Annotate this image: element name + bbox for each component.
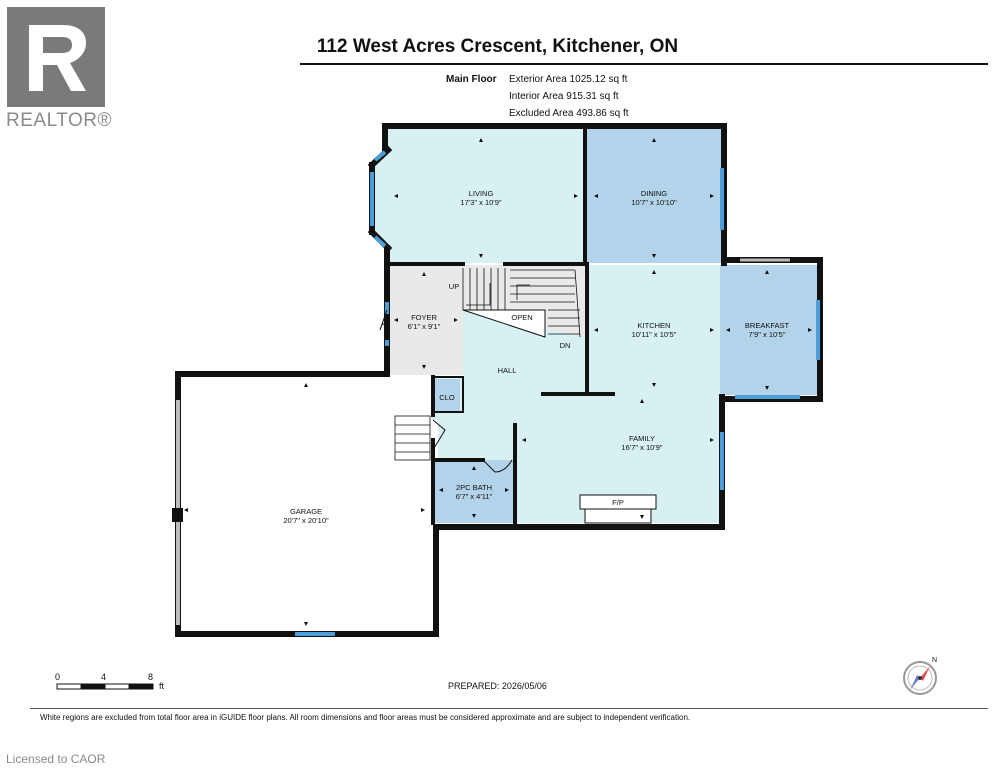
- title-divider: [300, 63, 988, 65]
- garage-post: [172, 508, 183, 522]
- floor-label: Main Floor: [446, 74, 497, 85]
- kitchen-name: KITCHEN: [638, 321, 671, 330]
- open-label: OPEN: [511, 313, 532, 322]
- breakfast-dims: 7'9" x 10'5": [749, 330, 786, 339]
- breakfast-room: [720, 265, 818, 395]
- page-title: 112 West Acres Crescent, Kitchener, ON: [316, 36, 679, 57]
- living-dims: 17'3" x 10'9": [460, 198, 501, 207]
- garage-steps: [394, 415, 431, 461]
- scale-label-8: 8: [148, 672, 154, 682]
- bath-name: 2PC BATH: [456, 483, 492, 492]
- family-dims: 16'7" x 10'9": [621, 443, 662, 452]
- fireplace-hearth: [584, 508, 652, 524]
- scale-label-4: 4: [101, 672, 107, 682]
- fireplace-label: F/P: [612, 498, 624, 507]
- excluded-area: Excluded Area 493.86 sq ft: [509, 108, 629, 119]
- foyer-room: [388, 265, 463, 375]
- realtor-logo: REALTOR®: [0, 0, 120, 140]
- garage-name: GARAGE: [290, 507, 322, 516]
- dining-dims: 10'7" x 10'10": [631, 198, 677, 207]
- stairs-down-label: DN: [560, 341, 571, 350]
- living-name: LIVING: [469, 189, 494, 198]
- prepared-date: PREPARED: 2026/05/06: [448, 681, 547, 691]
- open-landing: [462, 309, 546, 338]
- hall-room: [432, 310, 720, 523]
- hall-name: HALL: [498, 366, 517, 375]
- floor-plan: LIVING 17'3" x 10'9" DINING 10'7" x 10'1…: [56, 123, 823, 690]
- interior-area: Interior Area 915.31 sq ft: [509, 91, 619, 102]
- living-bay: [372, 150, 388, 248]
- disclaimer-text: White regions are excluded from total fl…: [40, 713, 691, 722]
- scale-label-0: 0: [55, 672, 61, 682]
- dimension-markers: [184, 138, 812, 626]
- garage-dims: 20'7" x 20'10": [283, 516, 329, 525]
- doors: [379, 309, 513, 473]
- breakfast-name: BREAKFAST: [745, 321, 790, 330]
- disclaimer-divider: [30, 708, 988, 709]
- scale-unit: ft: [159, 681, 165, 691]
- north-compass: N: [900, 652, 946, 703]
- windows: [295, 150, 820, 636]
- exterior-area: Exterior Area 1025.12 sq ft: [509, 74, 628, 85]
- kitchen-room: [587, 265, 720, 392]
- scale-bar: [56, 683, 154, 690]
- living-room: [372, 129, 585, 263]
- license-text: Licensed to CAOR: [6, 752, 106, 766]
- dining-name: DINING: [641, 189, 667, 198]
- foyer-name: FOYER: [411, 313, 437, 322]
- foyer-dims: 6'1" x 9'1": [408, 322, 441, 331]
- realtor-logo-mark: [7, 7, 105, 107]
- garage-room: [178, 377, 432, 631]
- compass-n-label: N: [932, 657, 937, 664]
- bath-dims: 6'7" x 4'11": [456, 492, 493, 501]
- family-name: FAMILY: [629, 434, 655, 443]
- kitchen-dims: 10'11" x 10'5": [632, 330, 677, 339]
- dining-room: [587, 129, 721, 263]
- closet-name: CLO: [439, 393, 455, 402]
- realtor-logo-text: REALTOR®: [6, 110, 112, 131]
- closet-room: [433, 379, 460, 412]
- stairs-up-label: UP: [449, 282, 459, 291]
